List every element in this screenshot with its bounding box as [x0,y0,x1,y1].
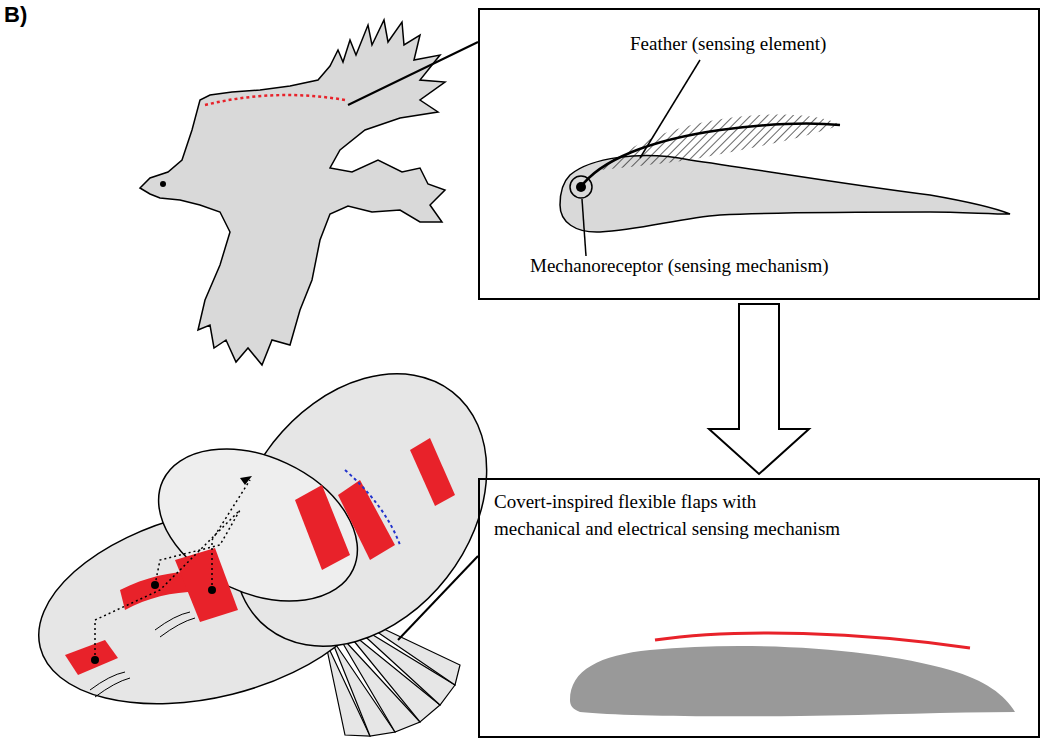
mechanoreceptor [570,176,592,198]
panel-text: Feather (sensing element) [630,30,1010,57]
flexible-flap [655,633,970,648]
panel-text: Mechanoreceptor (sensing mechanism) [530,252,1010,279]
panel-box: Covert-inspired flexible flaps with mech… [478,478,1040,738]
panel-text: Covert-inspired flexible flaps with mech… [494,488,844,542]
panel-label: B) [4,2,27,28]
leader-line [640,60,700,158]
robot-bird [18,324,539,737]
airfoil [570,646,1015,716]
leader-line [398,556,478,640]
leader-line [348,42,478,105]
feather-shaft [580,124,840,188]
panel-box: Feather (sensing element) Mechanoreceptor… [478,8,1040,300]
bird-silhouette [140,20,445,365]
leader-line [582,199,586,256]
bird-eye [160,181,166,187]
block-arrow [709,304,809,474]
sensing-line [205,95,345,105]
mechanoreceptor-dot [576,182,586,192]
